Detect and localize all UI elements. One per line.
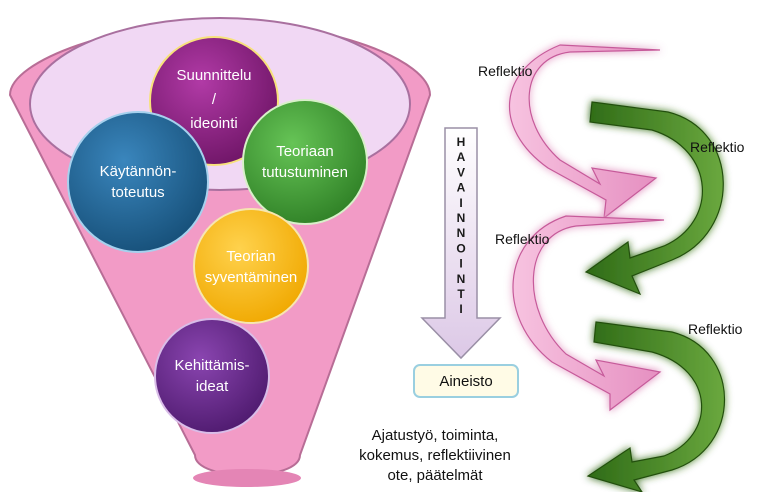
havainnointi-letter: H	[457, 135, 466, 149]
bubble-kehittamis-line1: Kehittämis-	[174, 357, 249, 374]
pink-arrow-1	[509, 44, 661, 220]
bubble-teorian-line1: Teorian	[226, 248, 275, 265]
bubble-kehittamis-line2: ideat	[196, 378, 229, 395]
havainnointi-letter: N	[457, 226, 466, 240]
aineisto-label: Aineisto	[439, 373, 492, 390]
bubble-suunnittelu-line1: Suunnittelu	[176, 67, 251, 84]
havainnointi-letter: I	[459, 257, 462, 271]
havainnointi-letter: O	[456, 241, 465, 255]
havainnointi-letter: N	[457, 272, 466, 286]
green-arrow-2	[586, 321, 726, 492]
down-arrow-shape	[420, 127, 502, 360]
pink-arrow-2	[512, 215, 665, 412]
havainnointi-letter: V	[457, 165, 465, 179]
reflektio-label-2: Reflektio	[690, 139, 745, 155]
havainnointi-letter: A	[457, 150, 466, 164]
bubble-kaytannon-toteutus: Käytännön- toteutus	[67, 111, 209, 253]
caption: Ajatustyö, toiminta, kokemus, reflektiiv…	[359, 427, 511, 484]
bubble-kaytannon-line2: toteutus	[111, 184, 164, 201]
reflektio-label-4: Reflektio	[688, 321, 743, 337]
havainnointi-letter: I	[459, 196, 462, 210]
bubble-kaytannon-line1: Käytännön-	[100, 163, 177, 180]
bubble-suunnittelu-line3: ideointi	[190, 115, 238, 132]
bubble-kehittamis-ideat: Kehittämis- ideat	[154, 318, 270, 434]
reflection-spiral	[509, 44, 726, 492]
bubble-teoriaan-line1: Teoriaan	[276, 143, 334, 160]
bubble-teorian-syventaminen: Teorian syventäminen	[193, 208, 309, 324]
caption-line3: ote, päätelmät	[387, 467, 483, 484]
reflektio-label-3: Reflektio	[495, 231, 550, 247]
green-arrow-1	[584, 101, 724, 296]
bubble-suunnittelu-line2: /	[212, 91, 217, 108]
bubble-teoriaan-tutustuminen: Teoriaan tutustuminen	[242, 99, 368, 225]
bubble-teoriaan-line2: tutustuminen	[262, 164, 348, 181]
havainnointi-letter: A	[457, 181, 466, 195]
funnel-tip	[193, 469, 301, 487]
havainnointi-letter: N	[457, 211, 466, 225]
bubble-teorian-line2: syventäminen	[205, 269, 298, 286]
havainnointi-letter: I	[459, 302, 462, 316]
aineisto-box: Aineisto	[413, 364, 519, 398]
caption-line2: kokemus, reflektiivinen	[359, 447, 511, 464]
havainnointi-letter: T	[457, 287, 465, 301]
reflektio-label-1: Reflektio	[478, 63, 533, 79]
caption-line1: Ajatustyö, toiminta,	[372, 427, 499, 444]
